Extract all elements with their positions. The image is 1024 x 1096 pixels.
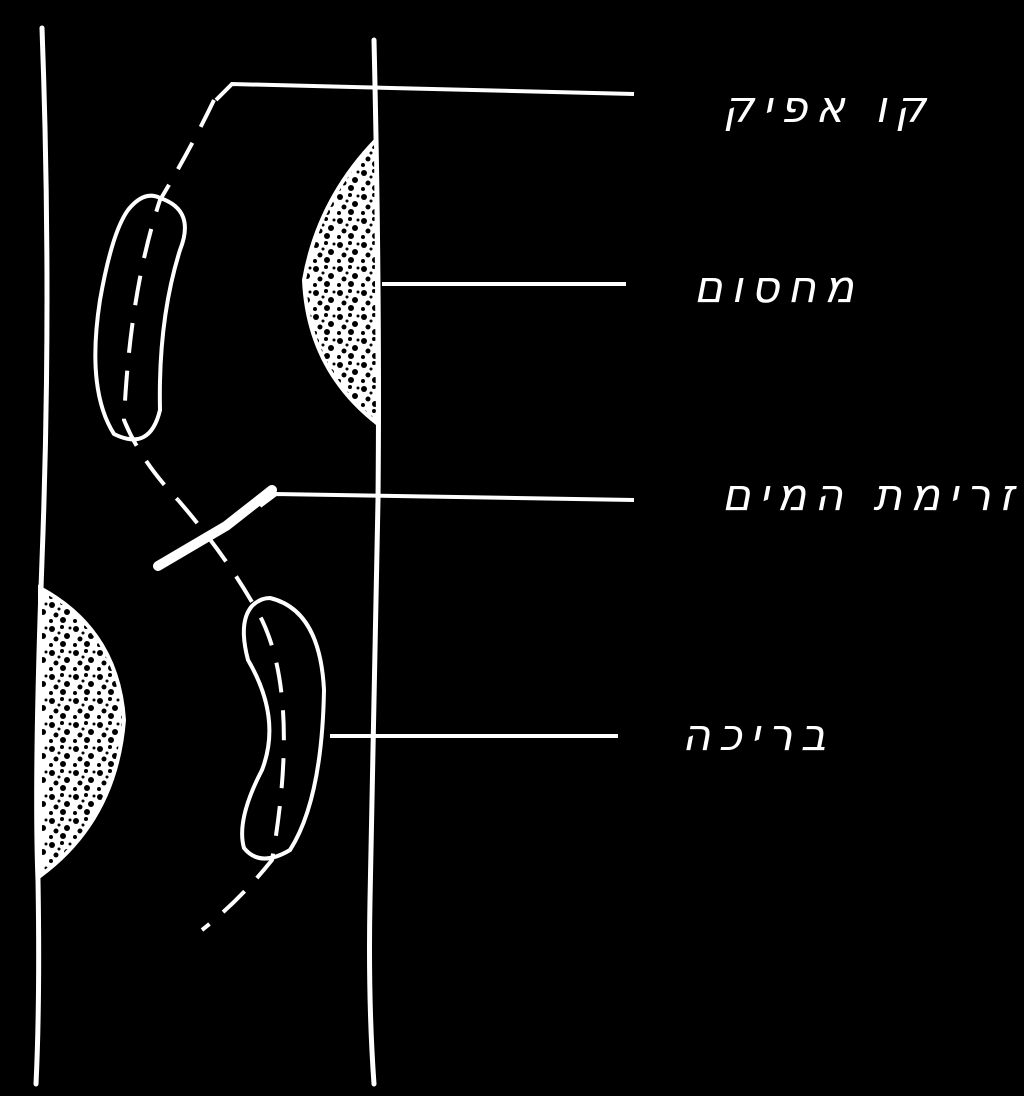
label-water-flow: זרימת המים — [721, 470, 1022, 521]
apex-line-dashed-upper — [121, 99, 216, 502]
left-riverbank — [33, 25, 50, 1087]
label-barrier: מחסום — [693, 262, 862, 313]
barrier-lower — [38, 584, 127, 880]
leader-line-apex — [214, 81, 635, 102]
apex-line-dashed-lower — [176, 498, 286, 932]
pool-lower — [240, 595, 327, 861]
leader-line-flow — [258, 491, 635, 508]
pool-upper — [93, 193, 187, 442]
water-flow-arrow — [153, 485, 277, 571]
barrier-upper — [301, 135, 381, 429]
label-apex-line: קו אפיק — [722, 82, 934, 133]
label-pool: בריכה — [681, 710, 834, 761]
